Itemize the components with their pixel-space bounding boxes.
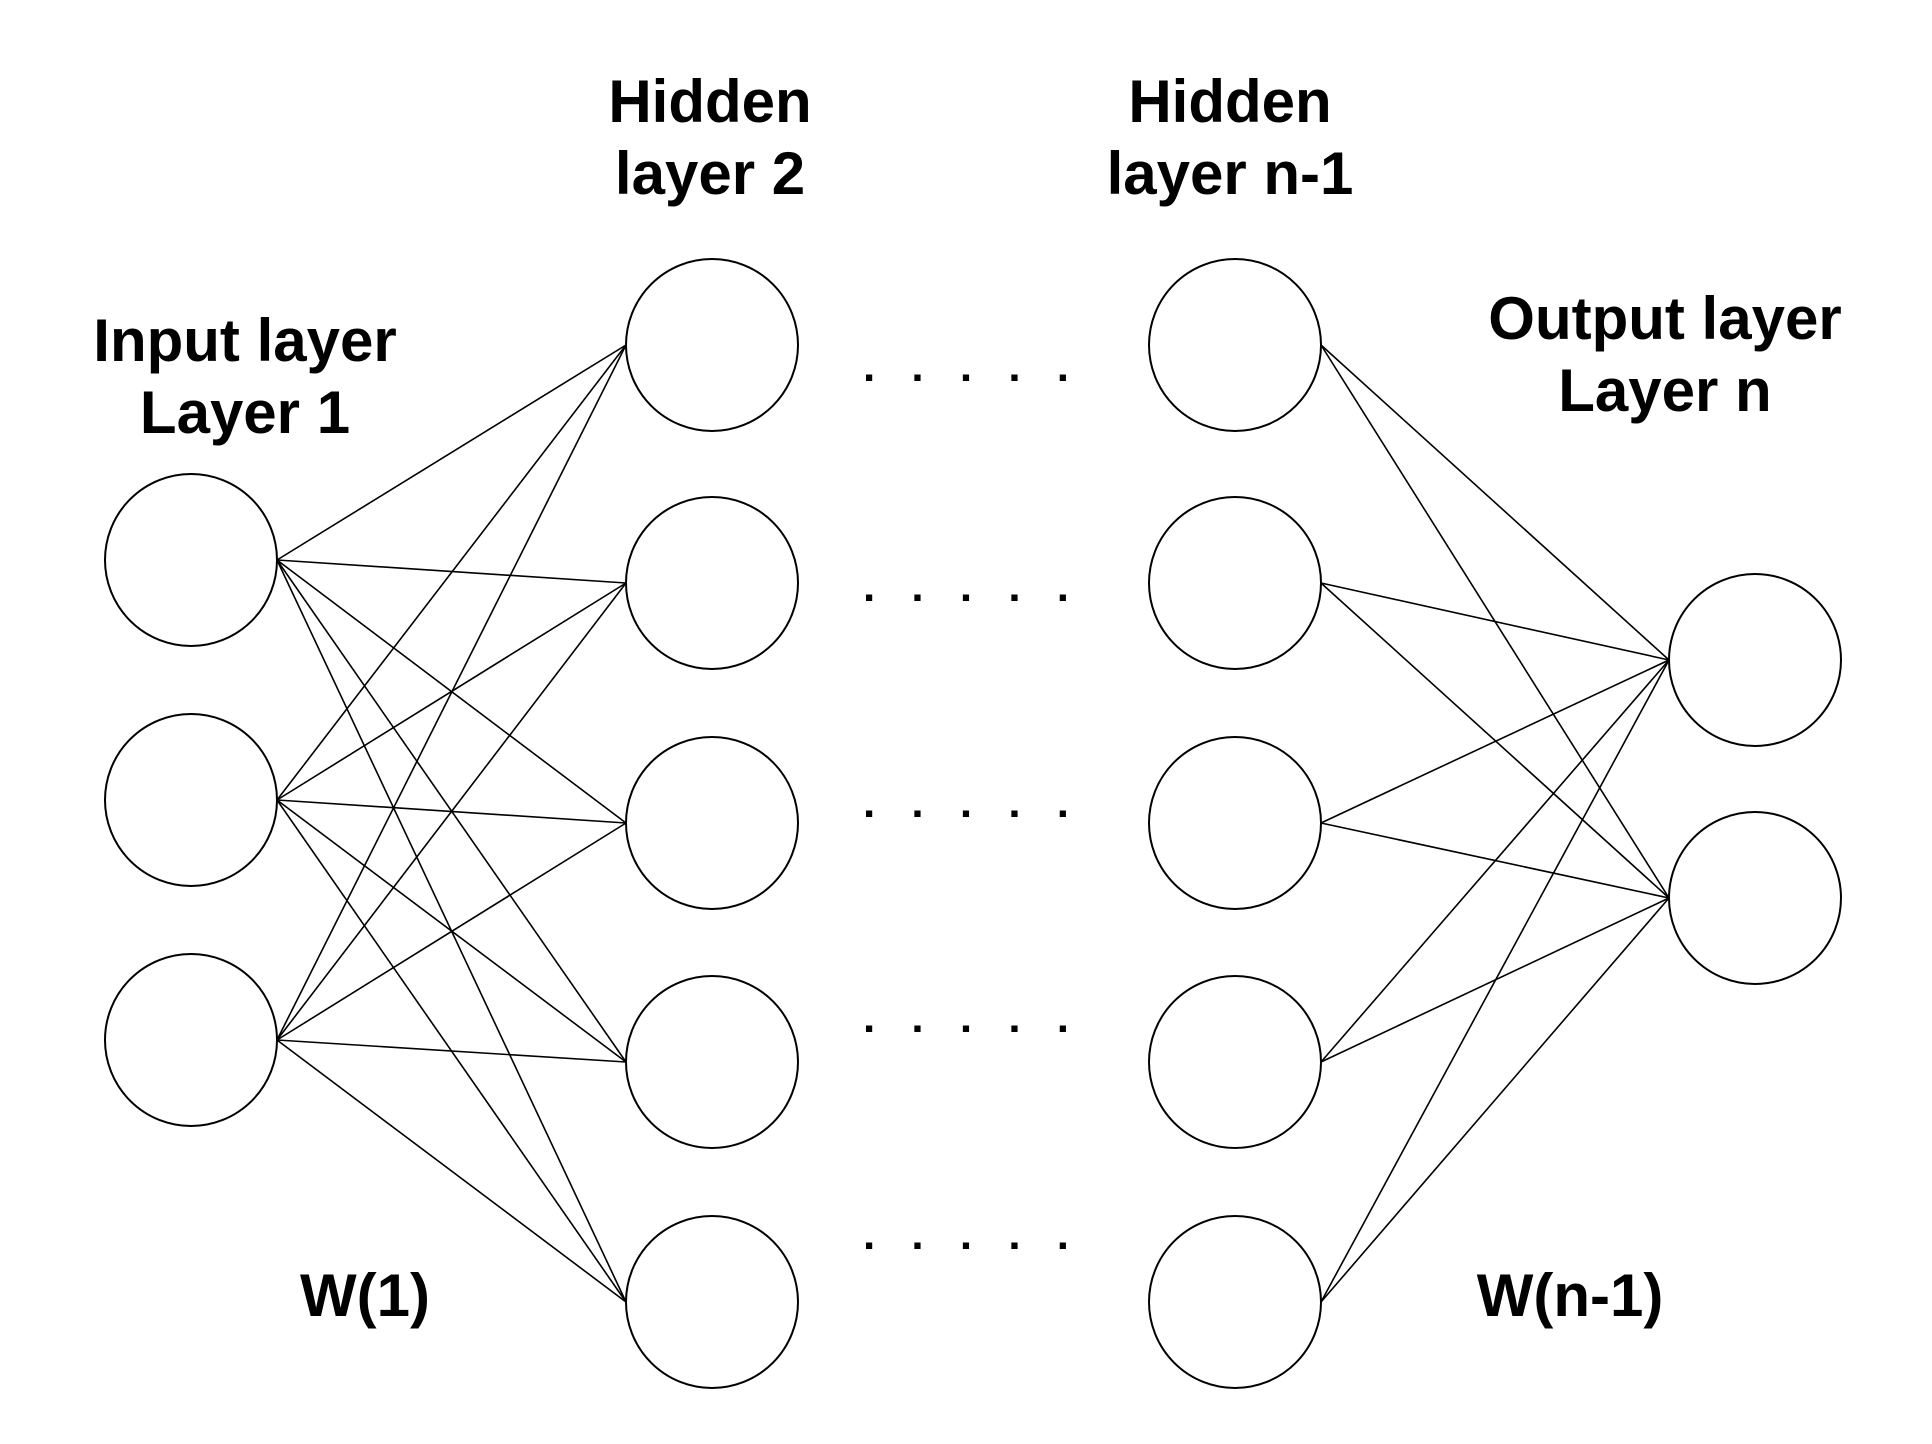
connection-w1-2-1 (276, 344, 627, 801)
input-node-3 (104, 953, 278, 1127)
hidden-layer-2-node-3 (625, 736, 799, 910)
connection-w1-3-5 (276, 1039, 627, 1303)
hidden-layer-n-1-node-5 (1148, 1215, 1322, 1389)
input-layer-label: Input layer Layer 1 (93, 305, 396, 449)
hidden-layer-2-node-2 (625, 496, 799, 670)
output-node-2 (1668, 811, 1842, 985)
connection-wn1-2-2 (1320, 582, 1670, 899)
ellipsis-row-3: . . . . . (862, 778, 1082, 827)
ellipsis-row-1: . . . . . (862, 342, 1082, 391)
output-layer-subtitle: Layer n (1558, 357, 1772, 424)
connection-wn1-5-1 (1320, 659, 1670, 1303)
hidden-layer-n-1-node-2 (1148, 496, 1322, 670)
connection-wn1-1-1 (1320, 344, 1670, 661)
weight-label-wn1: W(n-1) (1476, 1262, 1664, 1329)
hidden-layer-n-1-node-3 (1148, 736, 1322, 910)
neurons (104, 258, 1842, 1389)
hidden-layer-n-1-node-1 (1148, 258, 1322, 432)
input-layer-title: Input layer (93, 307, 397, 374)
hidden-layer-n-1-node-4 (1148, 975, 1322, 1149)
ellipsis-row-5: . . . . . (862, 1210, 1082, 1259)
hidden-layer-2-node-4 (625, 975, 799, 1149)
connection-w1-3-3 (276, 822, 627, 1041)
output-layer-title: Output layer (1488, 285, 1842, 352)
output-node-1 (1668, 573, 1842, 747)
connection-wn1-4-1 (1320, 659, 1670, 1063)
output-layer-label: Output layer Layer n (1488, 283, 1841, 427)
hidden-layer-n-1-title: Hidden (1128, 68, 1332, 135)
weight-label-w1: W(1) (300, 1262, 430, 1329)
connections (276, 344, 1670, 1303)
connection-wn1-5-2 (1320, 897, 1670, 1303)
input-node-1 (104, 473, 278, 647)
ellipsis-row-4: . . . . . (862, 993, 1082, 1042)
hidden-layer-2-subtitle: layer 2 (614, 140, 806, 207)
hidden-layer-2-node-1 (625, 258, 799, 432)
hidden-layer-2-node-5 (625, 1215, 799, 1389)
hidden-layer-n-1-subtitle: layer n-1 (1106, 140, 1354, 207)
input-node-2 (104, 713, 278, 887)
connection-wn1-2-1 (1320, 582, 1670, 661)
connection-w1-3-2 (276, 582, 627, 1041)
hidden-layer-2-title: Hidden (608, 68, 812, 135)
connection-w1-3-4 (276, 1039, 627, 1063)
connection-w1-1-1 (276, 344, 627, 561)
ellipsis-row-2: . . . . . (862, 562, 1082, 611)
input-layer-subtitle: Layer 1 (139, 379, 351, 446)
connection-wn1-3-1 (1320, 659, 1670, 824)
hidden-layer-n-1-label: Hidden layer n-1 (1107, 66, 1354, 210)
hidden-layer-2-label: Hidden layer 2 (608, 66, 811, 210)
connection-w1-3-1 (276, 344, 627, 1041)
